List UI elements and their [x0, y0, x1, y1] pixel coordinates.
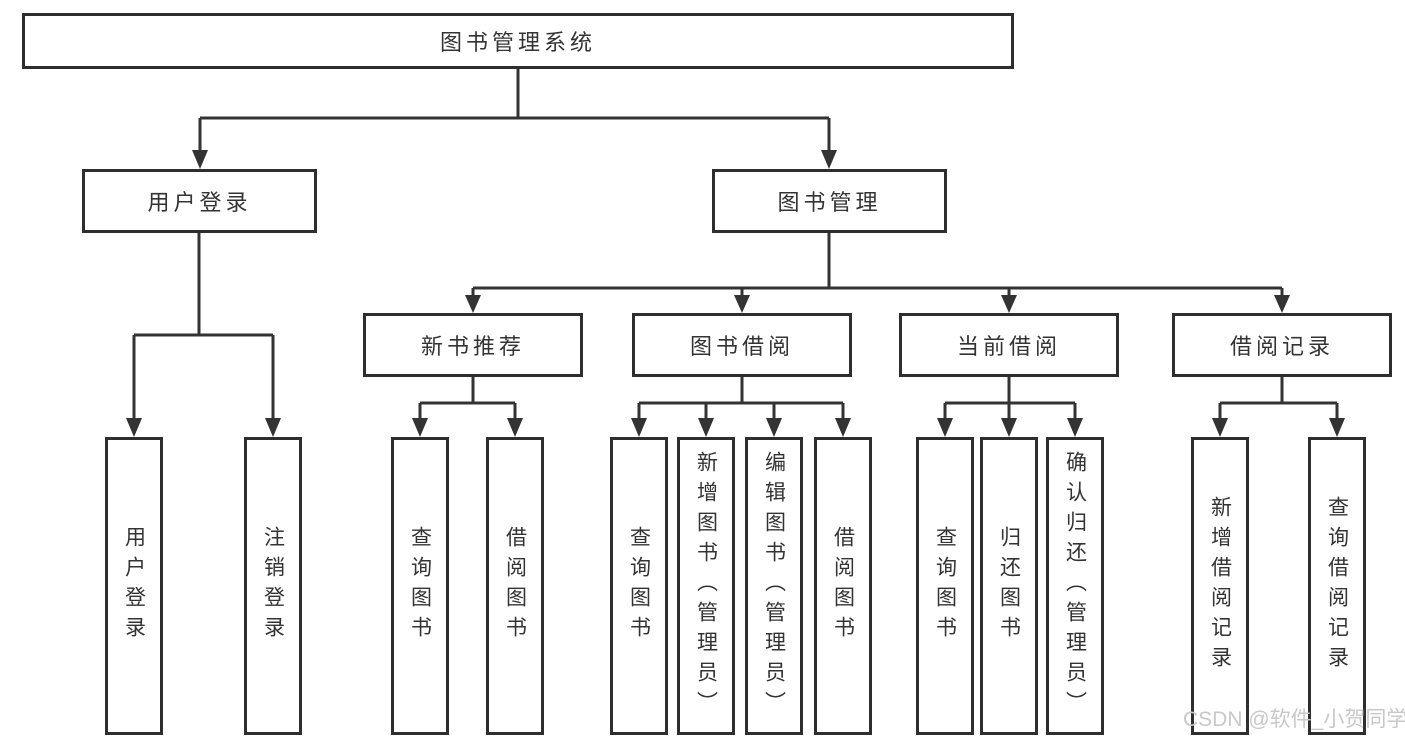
leaf-label: 用户登录 — [122, 526, 146, 646]
leaf-edit-books-admin: 编辑图书（管理员） — [745, 437, 803, 735]
node-label: 图书管理 — [777, 190, 882, 215]
node-label: 当前借阅 — [956, 334, 1061, 359]
leaf-label: 编辑图书（管理员） — [762, 451, 786, 721]
node-label: 借阅记录 — [1229, 334, 1334, 359]
leaf-label: 查询图书 — [627, 526, 651, 646]
node-new-book-recommend: 新书推荐 — [363, 313, 583, 377]
leaf-borrow-books: 借阅图书 — [814, 437, 872, 735]
leaf-query-borrow-record: 查询借阅记录 — [1308, 437, 1366, 735]
leaf-query-books: 查询图书 — [916, 437, 974, 735]
leaf-label: 新增图书（管理员） — [694, 451, 718, 721]
leaf-logout: 注销登录 — [244, 437, 302, 735]
leaf-label: 注销登录 — [261, 526, 285, 646]
node-user-login: 用户登录 — [82, 169, 317, 233]
node-label: 图书管理系统 — [439, 30, 596, 55]
leaf-add-books-admin: 新增图书（管理员） — [677, 437, 735, 735]
leaf-label: 借阅图书 — [831, 526, 855, 646]
leaf-label: 归还图书 — [997, 526, 1021, 646]
node-label: 新书推荐 — [420, 334, 525, 359]
node-book-management: 图书管理 — [712, 169, 947, 233]
leaf-borrow-books: 借阅图书 — [486, 437, 544, 735]
node-borrow-records: 借阅记录 — [1172, 313, 1392, 377]
leaf-add-borrow-record: 新增借阅记录 — [1191, 437, 1249, 735]
leaf-label: 新增借阅记录 — [1208, 496, 1232, 676]
node-root-system: 图书管理系统 — [22, 13, 1014, 69]
leaf-label: 借阅图书 — [503, 526, 527, 646]
node-current-borrow: 当前借阅 — [899, 313, 1119, 377]
leaf-label: 查询借阅记录 — [1325, 496, 1349, 676]
node-book-borrow: 图书借阅 — [632, 313, 852, 377]
leaf-query-books: 查询图书 — [610, 437, 668, 735]
leaf-label: 确认归还（管理员） — [1063, 451, 1087, 721]
node-label: 图书借阅 — [689, 334, 794, 359]
node-label: 用户登录 — [147, 190, 252, 215]
leaf-query-books: 查询图书 — [391, 437, 449, 735]
leaf-label: 查询图书 — [933, 526, 957, 646]
leaf-confirm-return-admin: 确认归还（管理员） — [1046, 437, 1104, 735]
leaf-label: 查询图书 — [408, 526, 432, 646]
leaf-return-books: 归还图书 — [980, 437, 1038, 735]
leaf-user-login: 用户登录 — [105, 437, 163, 735]
